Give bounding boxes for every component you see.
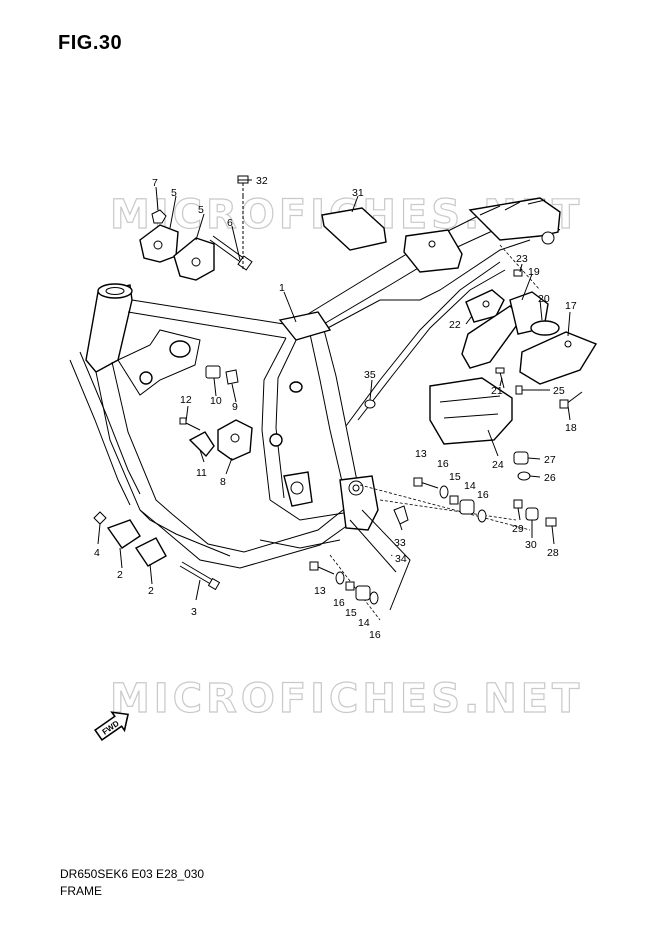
battery-holder-24 [429, 377, 513, 445]
callout-22: 22 [449, 319, 461, 331]
cap-35 [364, 399, 376, 409]
callout-1: 1 [279, 282, 285, 294]
bolt-12 [179, 417, 201, 431]
callout-16-upper: 16 [437, 458, 449, 470]
cushion-14-upper [459, 499, 475, 515]
washer-16-lower [335, 571, 345, 585]
callout-3: 3 [191, 606, 197, 618]
callout-15-lower: 15 [345, 607, 357, 619]
callout-16-lower-b: 16 [369, 629, 381, 641]
nut-23 [513, 269, 523, 277]
cushion-14-lower [355, 585, 371, 601]
spacer-15-upper [449, 495, 459, 505]
callout-9: 9 [232, 401, 238, 413]
callout-19: 19 [528, 266, 540, 278]
figure-title: FIG.30 [58, 32, 123, 54]
callout-2-rear: 2 [148, 585, 154, 597]
bracket-22 [465, 289, 505, 323]
bolt-28 [545, 517, 557, 527]
callout-25: 25 [553, 385, 565, 397]
callout-12: 12 [180, 394, 192, 406]
engine-mount-bracket-lower [173, 237, 215, 281]
callout-2-front: 2 [117, 569, 123, 581]
callout-31: 31 [352, 187, 364, 199]
splash-guard-17 [519, 331, 598, 385]
callout-11: 11 [196, 467, 207, 479]
callout-16-lower: 16 [333, 597, 345, 609]
washer-26 [517, 471, 531, 481]
diagram-code: DR650SEK6 E03 E28_030 [60, 867, 205, 881]
bracket-2-front [106, 519, 141, 549]
cushion-27 [513, 451, 529, 465]
spacer-15-lower [345, 581, 355, 591]
callout-27: 27 [544, 454, 556, 466]
grommet-29 [513, 499, 523, 509]
callout-29: 29 [512, 523, 524, 535]
nut-4 [93, 511, 107, 525]
washer-16-upper [439, 485, 449, 499]
callout-28: 28 [547, 547, 559, 559]
callout-18: 18 [565, 422, 577, 434]
nut-7 [151, 209, 167, 224]
bolt-13-lower [309, 561, 335, 575]
bolt-6 [209, 235, 253, 271]
mount-collar-10 [205, 365, 221, 379]
callout-13-lower: 13 [314, 585, 326, 597]
callout-34-dot: · [390, 549, 394, 561]
callout-34: 34 [395, 553, 407, 565]
callout-21: 21 [491, 385, 503, 397]
bolt-9 [225, 369, 239, 385]
callout-23: 23 [516, 253, 528, 265]
callout-30: 30 [525, 539, 537, 551]
bolt-18 [559, 391, 583, 409]
plug-33 [393, 505, 409, 525]
washer-16-lower-b [369, 591, 379, 605]
leader-lines [97, 179, 571, 601]
callout-15-upper: 15 [449, 471, 461, 483]
bracket-2-rear [134, 537, 167, 567]
callout-13-upper: 13 [415, 448, 427, 460]
grommet-20 [530, 320, 560, 336]
bracket-8 [217, 419, 253, 461]
bolt-3 [179, 561, 221, 591]
washer-16-upper-b [477, 509, 487, 523]
watermark-bottom: MICROFICHES.NET [110, 676, 583, 722]
callout-14-lower: 14 [358, 617, 370, 629]
callout-10: 10 [210, 395, 222, 407]
callout-7: 7 [152, 177, 158, 189]
callout-26: 26 [544, 472, 556, 484]
callout-20: 20 [538, 293, 550, 305]
callout-24: 24 [492, 459, 504, 471]
main-frame [69, 197, 561, 621]
callout-4: 4 [94, 547, 100, 559]
callout-32: 32 [256, 175, 268, 187]
callout-33: 33 [394, 537, 406, 549]
callout-14-upper: 14 [464, 480, 476, 492]
bolt-13-upper [413, 477, 439, 489]
callout-6: 6 [227, 217, 233, 229]
collar-30 [525, 507, 539, 521]
callout-17: 17 [565, 300, 577, 312]
diagram-name: FRAME [60, 884, 102, 898]
callout-35: 35 [364, 369, 376, 381]
callout-5-lower: 5 [198, 204, 204, 216]
bracket-11 [188, 431, 215, 458]
callout-8: 8 [220, 476, 226, 488]
callout-16-upper-b: 16 [477, 489, 489, 501]
callout-5-upper: 5 [171, 187, 177, 199]
